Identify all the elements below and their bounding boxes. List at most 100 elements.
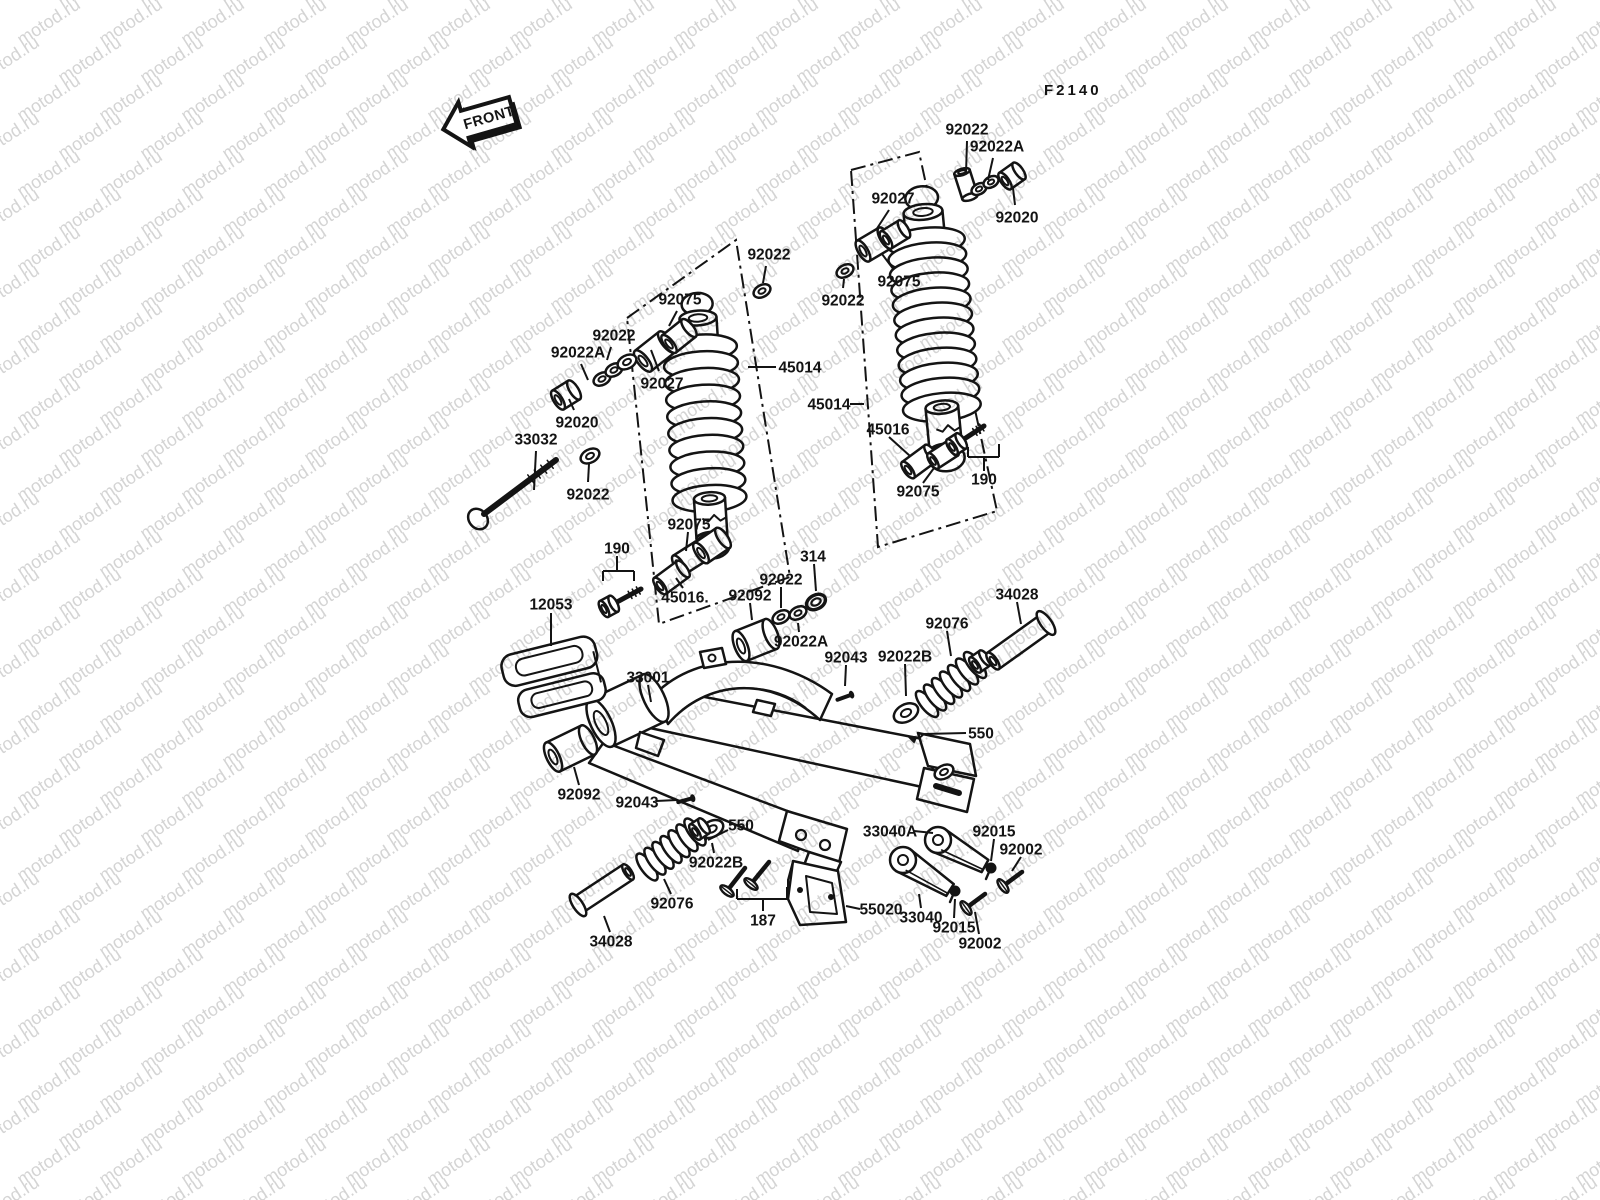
leader-line bbox=[974, 911, 980, 935]
watermark-text: motod.ru bbox=[136, 1172, 206, 1200]
part-label-190: 190 bbox=[971, 472, 997, 489]
watermark-text: motod.ru bbox=[0, 678, 2, 733]
leader-line bbox=[888, 436, 911, 457]
leader-line bbox=[603, 915, 611, 933]
part-label-92022B: 92022B bbox=[878, 649, 932, 666]
watermark-text: motod.ru bbox=[0, 260, 43, 315]
part-label-314: 314 bbox=[800, 549, 826, 566]
leader-line bbox=[953, 898, 956, 919]
leader-line bbox=[762, 265, 767, 284]
watermark-text: motod.ru bbox=[0, 830, 2, 885]
watermark-text: motod.ru bbox=[628, 1172, 698, 1200]
watermark-text: motod.ru bbox=[0, 70, 2, 125]
leader-line bbox=[685, 531, 689, 552]
watermark-text: motod.ru bbox=[0, 184, 43, 239]
leader-line bbox=[749, 602, 753, 621]
leader-line bbox=[946, 630, 952, 657]
part-label-92022A: 92022A bbox=[551, 345, 605, 362]
part-label-92022: 92022 bbox=[566, 487, 609, 504]
watermark-text: motod.ru bbox=[0, 754, 2, 809]
watermark-text: motod.ru bbox=[0, 412, 43, 467]
leader-line bbox=[813, 563, 817, 592]
part-label-33040: 33040 bbox=[899, 910, 942, 927]
watermark-text: motod.ru bbox=[1448, 1172, 1518, 1200]
part-label-92076: 92076 bbox=[650, 896, 693, 913]
leader-line bbox=[965, 140, 968, 175]
leader-line bbox=[655, 799, 678, 802]
part-label-550: 550 bbox=[968, 726, 994, 743]
watermark-text: motod.ru bbox=[0, 32, 43, 87]
part-label-92022: 92022 bbox=[759, 572, 802, 589]
watermark-text: motod.ru bbox=[0, 1134, 2, 1189]
watermark-text: motod.ru bbox=[0, 1058, 2, 1113]
watermark-text: motod.ru bbox=[0, 716, 43, 771]
part-label-45014: 45014 bbox=[778, 360, 821, 377]
part-label-55020: 55020 bbox=[859, 902, 902, 919]
leader-line bbox=[606, 346, 612, 361]
part-label-92022B: 92022B bbox=[689, 855, 743, 872]
leader-line bbox=[580, 363, 589, 381]
part-label-45014: 45014 bbox=[807, 397, 850, 414]
leader-line bbox=[881, 253, 895, 271]
leader-line bbox=[650, 349, 660, 372]
watermark-text: motod.ru bbox=[0, 868, 43, 923]
watermark-text: motod.ru bbox=[0, 982, 2, 1037]
leader-line bbox=[990, 838, 995, 862]
part-label-33032: 33032 bbox=[514, 432, 557, 449]
leader-line bbox=[918, 893, 922, 909]
watermark-text: motod.ru bbox=[0, 1020, 43, 1075]
leader-line bbox=[573, 766, 580, 786]
part-label-92015: 92015 bbox=[972, 824, 1015, 841]
part-label-92022: 92022 bbox=[821, 293, 864, 310]
watermark-text: motod.ru bbox=[1120, 1172, 1190, 1200]
watermark-text: motod.ru bbox=[0, 298, 2, 353]
part-label-33040A: 33040A bbox=[863, 824, 917, 841]
watermark-text: motod.ru bbox=[792, 1172, 862, 1200]
watermark-text: motod.ru bbox=[0, 222, 2, 277]
part-label-45016: 45016 bbox=[866, 422, 909, 439]
watermark-text: motod.ru bbox=[0, 450, 2, 505]
part-label-34028: 34028 bbox=[589, 934, 632, 951]
leader-line bbox=[842, 278, 845, 289]
part-label-92022: 92022 bbox=[945, 122, 988, 139]
watermark-text: motod.ru bbox=[0, 640, 43, 695]
part-label-92075: 92075 bbox=[896, 484, 939, 501]
part-label-92022: 92022 bbox=[747, 247, 790, 264]
watermark-text: motod.ru bbox=[1284, 1172, 1354, 1200]
part-label-92092: 92092 bbox=[557, 787, 600, 804]
part-label-92076: 92076 bbox=[925, 616, 968, 633]
leader-line bbox=[844, 664, 847, 687]
part-label-92092: 92092 bbox=[728, 588, 771, 605]
watermark-text: motod.ru bbox=[0, 108, 43, 163]
part-label-92043: 92043 bbox=[615, 795, 658, 812]
part-label-92002: 92002 bbox=[958, 936, 1001, 953]
part-label-34028: 34028 bbox=[995, 587, 1038, 604]
part-label-12053: 12053 bbox=[529, 597, 572, 614]
watermark-text: motod.ru bbox=[0, 1096, 43, 1151]
leader-line bbox=[1012, 187, 1016, 206]
leader-line bbox=[587, 463, 590, 483]
part-label-92043: 92043 bbox=[824, 650, 867, 667]
part-label-92075: 92075 bbox=[658, 292, 701, 309]
part-label-92020: 92020 bbox=[555, 415, 598, 432]
part-label-92027: 92027 bbox=[640, 376, 683, 393]
part-label-550: 550 bbox=[728, 818, 754, 835]
watermark-text: motod.ru bbox=[0, 906, 2, 961]
leader-line bbox=[533, 450, 537, 491]
leader-line bbox=[987, 157, 994, 181]
part-label-187: 187 bbox=[750, 913, 776, 930]
part-label-33001: 33001 bbox=[626, 670, 669, 687]
watermark-text: motod.ru bbox=[874, 1172, 944, 1200]
leader-line bbox=[845, 905, 861, 910]
part-labels-layer: 92022 92022A 92020 92027 92075 92022 92022 4501… bbox=[514, 122, 1042, 953]
watermark-text: motod.ru bbox=[1038, 1172, 1108, 1200]
watermark-text: motod.ru bbox=[546, 1172, 616, 1200]
watermark-text: motod.ru bbox=[218, 1172, 288, 1200]
leader-line bbox=[711, 842, 715, 854]
watermark-text: motod.ru bbox=[0, 944, 43, 999]
leader-line bbox=[647, 684, 652, 703]
watermark-text: motod.ru bbox=[1530, 1172, 1600, 1200]
leader-line bbox=[1016, 601, 1022, 625]
